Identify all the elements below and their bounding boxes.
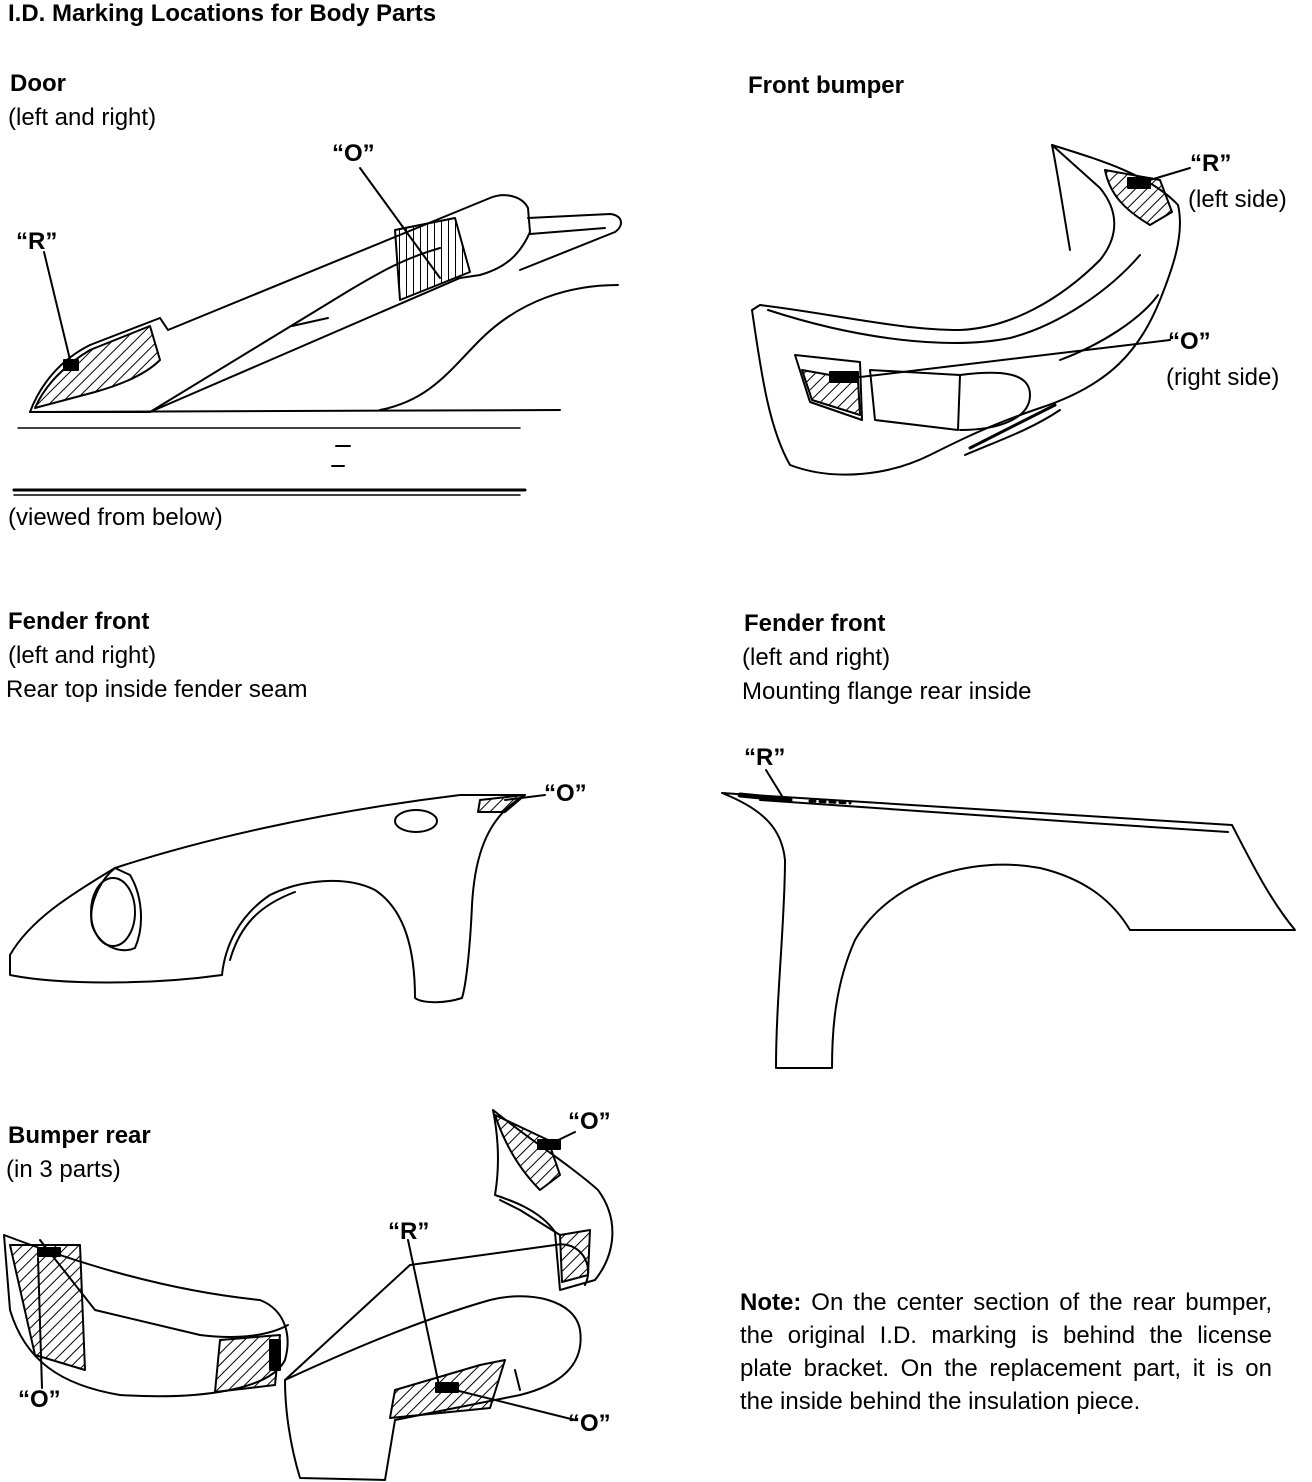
door-caption: (viewed from below): [8, 504, 223, 531]
door-label-o: “O”: [332, 140, 375, 167]
fender-a-drawing: [9, 794, 546, 1004]
fender-a-label-o: “O”: [544, 780, 587, 807]
note-text: On the center section of the rear bumper…: [740, 1289, 1272, 1415]
fender-b-drawing: [721, 769, 1296, 1069]
bumper-rear-subheading: (in 3 parts): [6, 1156, 121, 1183]
fender-a-heading: Fender front: [8, 608, 150, 635]
bumper-rear-label-o-center: “O”: [568, 1410, 611, 1437]
front-bumper-drawing: [751, 144, 1191, 476]
fender-a-description: Rear top inside fender seam: [6, 676, 308, 703]
front-bumper-r-side: (left side): [1188, 186, 1287, 213]
front-bumper-o-side: (right side): [1166, 364, 1280, 391]
door-subheading: (left and right): [8, 104, 157, 131]
front-bumper-label-r: “R”: [1190, 150, 1232, 177]
page-title: I.D. Marking Locations for Body Parts: [8, 0, 437, 27]
fender-a-subheading: (left and right): [8, 642, 157, 669]
fender-b-label-r: “R”: [744, 744, 786, 771]
front-bumper-heading: Front bumper: [748, 72, 904, 99]
bumper-rear-label-o-left: “O”: [18, 1386, 61, 1413]
fender-b-subheading: (left and right): [742, 644, 891, 671]
door-label-r: “R”: [16, 228, 58, 255]
bumper-rear-label-o-top: “O”: [568, 1108, 611, 1135]
note-lead: Note:: [740, 1289, 802, 1316]
bumper-rear-heading: Bumper rear: [8, 1122, 151, 1149]
fender-b-heading: Fender front: [744, 610, 886, 637]
door-drawing: [12, 167, 622, 496]
front-bumper-label-o: “O”: [1168, 328, 1211, 355]
fender-b-description: Mounting flange rear inside: [742, 678, 1032, 705]
door-heading: Door: [10, 70, 66, 97]
bumper-rear-drawing: [3, 1109, 614, 1481]
note-paragraph: Note: On the center section of the rear …: [740, 1286, 1272, 1418]
